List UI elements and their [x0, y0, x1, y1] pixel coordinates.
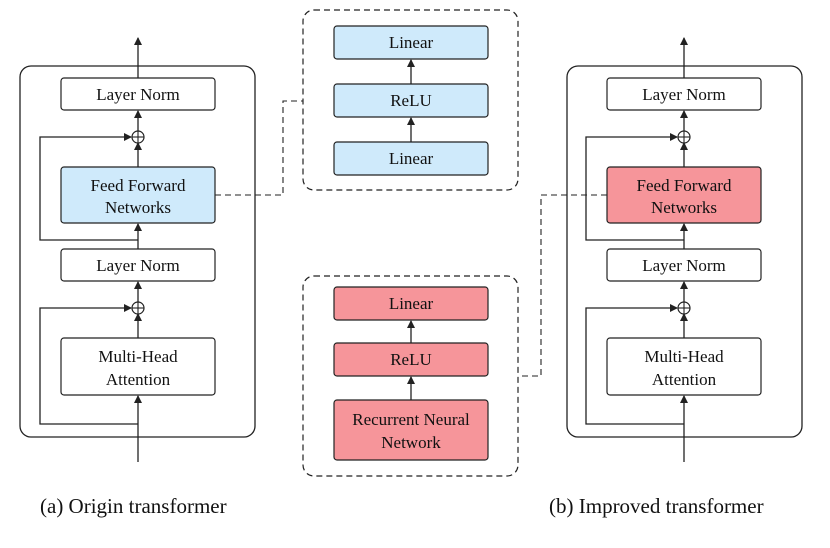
left-mha-label-line2: Attention [106, 370, 171, 389]
connector-right-ffn-to-bottom-detail [518, 194, 607, 377]
left-layer-norm-bottom-label: Layer Norm [96, 256, 180, 275]
left-ffn-label-line1: Feed Forward [91, 176, 186, 195]
left-residual-skip-lower [39, 304, 138, 425]
right-layer-norm-top-label: Layer Norm [642, 85, 726, 104]
top-linear-upper-label: Linear [389, 33, 434, 52]
improved-transformer: Layer Norm Feed Forward Networks Layer N… [566, 37, 803, 462]
right-ffn-label-line1: Feed Forward [637, 176, 732, 195]
connector-left-ffn-to-top-detail [215, 100, 303, 196]
bottom-relu-label: ReLU [390, 350, 432, 369]
circle-plus-icon [677, 301, 691, 315]
right-residual-skip-upper [585, 133, 684, 241]
caption-improved-transformer: (b) Improved transformer [549, 494, 764, 518]
ffn-detail-original: Linear ReLU Linear [302, 9, 519, 191]
right-mha-label-line1: Multi-Head [644, 347, 724, 366]
right-mha-label-line2: Attention [652, 370, 717, 389]
ffn-detail-improved: Linear ReLU Recurrent Neural Network [302, 275, 519, 477]
bottom-rnn-label-line1: Recurrent Neural [352, 410, 470, 429]
left-layer-norm-top-label: Layer Norm [96, 85, 180, 104]
origin-transformer: Layer Norm Feed Forward Networks Layer N… [19, 37, 256, 462]
bottom-rnn-label-line2: Network [381, 433, 441, 452]
circle-plus-icon [677, 130, 691, 144]
circle-plus-icon [131, 130, 145, 144]
right-layer-norm-bottom-label: Layer Norm [642, 256, 726, 275]
left-ffn-label-line2: Networks [105, 198, 171, 217]
caption-origin-transformer: (a) Origin transformer [40, 494, 227, 518]
bottom-linear-label: Linear [389, 294, 434, 313]
circle-plus-icon [131, 301, 145, 315]
left-residual-skip-upper [39, 133, 138, 241]
right-residual-skip-lower [585, 304, 684, 425]
top-relu-label: ReLU [390, 91, 432, 110]
top-linear-lower-label: Linear [389, 149, 434, 168]
right-ffn-label-line2: Networks [651, 198, 717, 217]
left-mha-label-line1: Multi-Head [98, 347, 178, 366]
